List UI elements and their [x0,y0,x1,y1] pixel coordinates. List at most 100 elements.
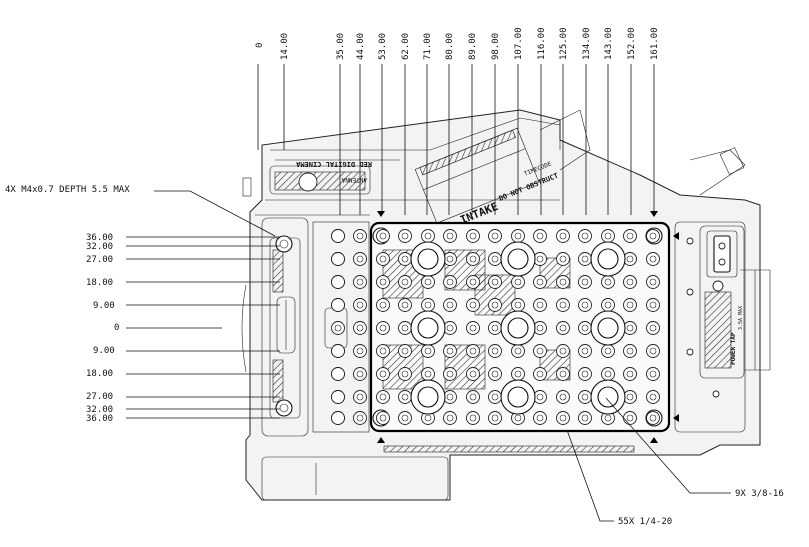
quarter-twenty-hole [466,321,480,335]
quarter-twenty-hole [533,298,547,312]
callout-tapped-holes: 4X M4x0.7 DEPTH 5.5 MAX [5,185,276,237]
quarter-twenty-hole [511,367,525,381]
hole-thread [356,301,364,309]
quarter-twenty-hole [398,390,412,404]
quarter-twenty-hole [353,275,367,289]
quarter-twenty-hole [398,321,412,335]
callout-tapped-holes-label: 4X M4x0.7 DEPTH 5.5 MAX [5,185,130,195]
hole-thread [491,324,499,332]
hole-thread [379,301,387,309]
quarter-twenty-hole [556,411,570,425]
hole-thread [469,232,477,240]
hole-thread [649,370,657,378]
hole-thread [649,347,657,355]
hole-thread [424,232,432,240]
quarter-twenty-hole [578,411,592,425]
left-dimension-lines [126,236,280,419]
hole-thread [626,324,634,332]
strip-hole [331,298,345,312]
quarter-twenty-hole [466,367,480,381]
quarter-twenty-hole [421,229,435,243]
callout-small-holes-label: 55X 1/4-20 [618,517,672,527]
quarter-twenty-hole [578,390,592,404]
hole-thread [356,255,364,263]
left-dim-9-top: 9.00 [93,301,115,311]
quarter-twenty-hole [623,367,637,381]
quarter-twenty-hole [623,344,637,358]
hole-thread [401,301,409,309]
hole-thread [379,393,387,401]
top-dimension-lines [257,64,655,215]
hole-thread [581,301,589,309]
hole-thread [626,393,634,401]
left-dim-36-top: 36.00 [86,233,113,243]
top-dim-0: 0 [255,43,265,48]
m4-tapped-hole-inner [279,403,289,413]
hole-thread [469,255,477,263]
quarter-twenty-hole [533,229,547,243]
top-dim-134: 134.00 [582,27,592,60]
m4-tapped-hole [275,399,293,417]
hole-thread [559,414,567,422]
hole-thread [649,414,657,422]
hole-thread [536,278,544,286]
left-dim-27-bottom: 27.00 [86,392,113,402]
quarter-twenty-hole [601,229,615,243]
hole-thread [379,278,387,286]
hole-thread [446,393,454,401]
top-dim-116: 116.00 [537,27,547,60]
quarter-twenty-hole [578,229,592,243]
top-dim-152: 152.00 [627,27,637,60]
hole-thread [379,370,387,378]
quarter-twenty-hole [376,275,390,289]
quarter-twenty-hole [646,252,660,266]
quarter-twenty-hole [353,229,367,243]
hole-thread [559,370,567,378]
hole-thread [446,414,454,422]
hole-thread [536,232,544,240]
hole-thread [626,347,634,355]
hole-thread [536,347,544,355]
hole-thread [581,414,589,422]
hole-thread [356,370,364,378]
quarter-twenty-hole [511,344,525,358]
three-eighths-hole-inner [417,317,439,339]
top-dim-125: 125.00 [559,27,569,60]
quarter-twenty-hole [578,252,592,266]
top-dim-161: 161.00 [650,27,660,60]
m4-tapped-hole [275,235,293,253]
quarter-twenty-hole [466,252,480,266]
quarter-twenty-hole [601,344,615,358]
quarter-twenty-hole [376,390,390,404]
top-dim-98: 98.00 [491,33,501,60]
quarter-twenty-hole [533,344,547,358]
quarter-twenty-hole [376,229,390,243]
left-dim-32-top: 32.00 [86,242,113,252]
quarter-twenty-hole [466,390,480,404]
hole-thread [401,393,409,401]
top-dim-53: 53.00 [378,33,388,60]
quarter-twenty-hole [646,321,660,335]
hole-thread [626,301,634,309]
quarter-twenty-hole [578,298,592,312]
hole-thread [491,393,499,401]
quarter-twenty-hole [331,321,345,335]
hole-thread [649,232,657,240]
hole-thread [514,278,522,286]
quarter-twenty-hole [443,344,457,358]
hole-thread [536,370,544,378]
quarter-twenty-hole [443,411,457,425]
left-dim-36-bottom: 36.00 [86,414,113,424]
hole-thread [469,393,477,401]
strip-hole [331,390,345,404]
quarter-twenty-hole [488,229,502,243]
top-dim-35: 35.00 [336,33,346,60]
quarter-twenty-hole [443,367,457,381]
quarter-twenty-hole [533,275,547,289]
hole-thread [649,393,657,401]
hole-thread [581,255,589,263]
hole-thread [514,414,522,422]
quarter-twenty-hole [556,390,570,404]
quarter-twenty-hole [511,275,525,289]
left-dim-27-top: 27.00 [86,255,113,265]
